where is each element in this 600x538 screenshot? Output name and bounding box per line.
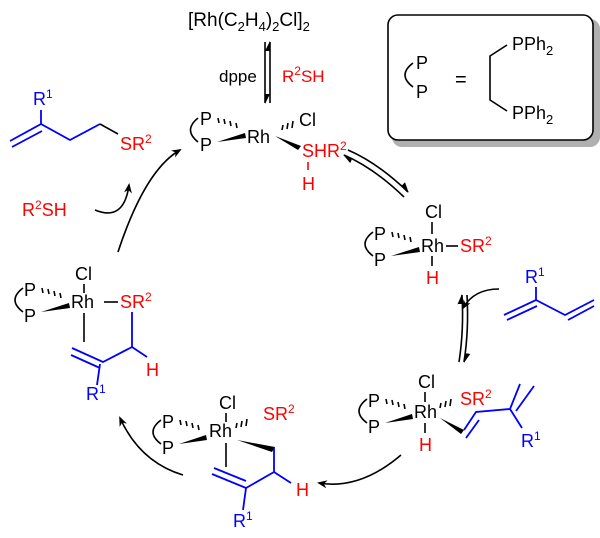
ligand-label: dppe — [219, 67, 257, 86]
svg-text:Cl: Cl — [219, 393, 236, 413]
complex-5-metallacycle: P P Rh Cl SR2 H R1 — [14, 264, 159, 404]
svg-text:PPh2: PPh2 — [512, 103, 553, 127]
svg-text:[Rh(C2H4)2Cl]2: [Rh(C2H4)2Cl]2 — [188, 10, 310, 34]
reductive-elimination-arrow — [119, 416, 184, 476]
svg-text:Rh: Rh — [71, 292, 94, 312]
svg-text:SR2: SR2 — [460, 387, 492, 409]
svg-text:Cl: Cl — [425, 202, 442, 222]
svg-text:R1: R1 — [233, 509, 253, 531]
equilibrium-arrow-2-3 — [457, 294, 471, 363]
svg-text:P: P — [200, 109, 212, 129]
svg-text:P: P — [368, 391, 380, 411]
diene-substrate: R1 — [503, 265, 595, 321]
complex-2-hydride: P P Rh Cl SR2 H — [364, 202, 492, 288]
svg-text:Rh: Rh — [209, 421, 232, 441]
equals-sign: = — [455, 69, 467, 91]
svg-text:P: P — [24, 306, 36, 326]
svg-text:Rh: Rh — [247, 127, 270, 147]
svg-text:Cl: Cl — [299, 110, 316, 130]
thiol-reagent-label: R2SH — [282, 64, 325, 86]
svg-text:P: P — [416, 82, 428, 102]
svg-text:R1: R1 — [525, 265, 545, 287]
svg-text:PPh2: PPh2 — [512, 34, 553, 58]
ligand-legend-box: P P = PPh2 PPh2 — [387, 14, 600, 147]
svg-text:P: P — [368, 417, 380, 437]
svg-text:Rh: Rh — [414, 402, 437, 422]
svg-text:SR2: SR2 — [120, 290, 152, 312]
hydride-transfer-arrow — [317, 454, 402, 489]
svg-text:P: P — [416, 53, 428, 73]
svg-text:R1: R1 — [86, 382, 106, 404]
svg-text:SHR2: SHR2 — [302, 139, 347, 161]
svg-text:H: H — [426, 268, 439, 288]
complex-4-allyl: P P Rh Cl SR2 H R1 — [152, 393, 309, 531]
svg-text:P: P — [24, 280, 36, 300]
thiol-exchange-arrow — [94, 183, 132, 214]
allylic-sulfide-product: R1 SR2 — [9, 87, 152, 154]
thiol-input-label: R2SH — [22, 198, 67, 220]
svg-text:H: H — [419, 435, 432, 455]
precatalyst-equilibrium-arrow — [264, 41, 271, 104]
product-release-arrow — [117, 149, 182, 253]
svg-text:P: P — [200, 135, 212, 155]
svg-text:R1: R1 — [521, 429, 541, 451]
svg-text:SR2: SR2 — [460, 234, 492, 256]
complex-3-diene-coordinated: P P Rh Cl SR2 H R1 — [358, 372, 541, 455]
svg-text:H: H — [146, 360, 159, 380]
svg-text:P: P — [162, 438, 174, 458]
precatalyst-formula: [Rh(C2H4)2Cl]2 — [188, 10, 310, 34]
svg-text:SR2: SR2 — [263, 402, 295, 424]
svg-text:H: H — [302, 174, 315, 194]
equilibrium-arrow-1-2 — [343, 149, 409, 198]
svg-text:P: P — [374, 250, 386, 270]
svg-text:Rh: Rh — [421, 236, 444, 256]
svg-text:P: P — [374, 224, 386, 244]
ethylene-bridge — [489, 44, 508, 112]
diene-addition-arrow — [461, 288, 500, 310]
chelate-arc-icon — [404, 62, 414, 88]
complex-1-thiol-adduct: P P Rh Cl SHR2 H — [189, 109, 347, 194]
svg-text:Cl: Cl — [75, 264, 92, 284]
svg-text:R1: R1 — [33, 87, 53, 109]
svg-text:H: H — [296, 480, 309, 500]
svg-text:SR2: SR2 — [120, 132, 152, 154]
svg-text:P: P — [162, 412, 174, 432]
svg-text:Cl: Cl — [418, 372, 435, 392]
